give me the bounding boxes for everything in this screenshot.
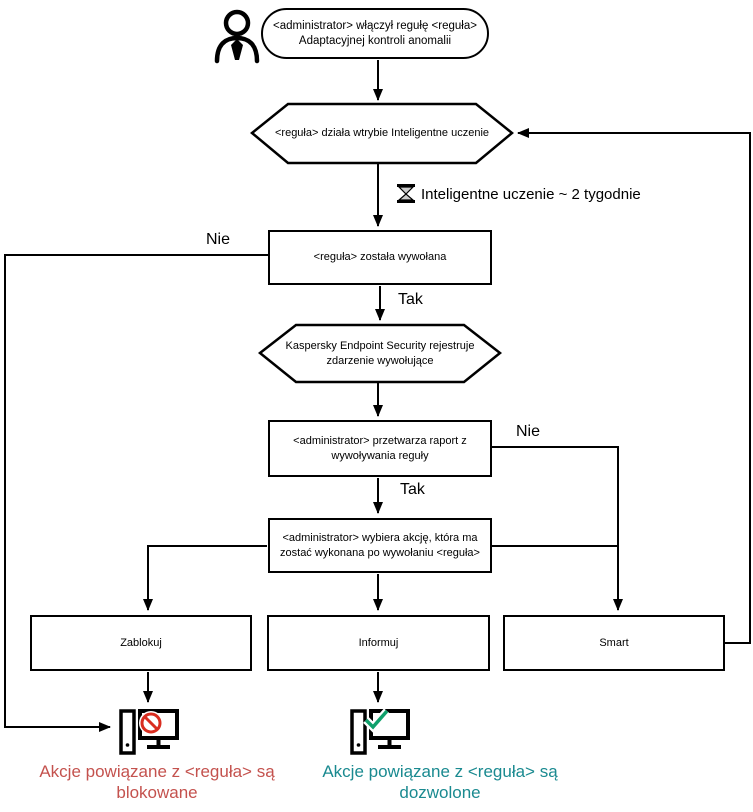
outcome-allowed-line1: Akcje powiązane z <reguła> są — [322, 762, 558, 781]
event-registered-line2: zdarzenie wywołujące — [326, 354, 434, 367]
edge-trigger-nie-to-blocked — [4, 254, 269, 732]
node-action-smart: Smart — [503, 615, 725, 671]
edge-label-learning-duration: Inteligentne uczenie ~ 2 tygodnie — [421, 186, 641, 203]
node-action-inform: Informuj — [267, 615, 490, 671]
checkmark-icon — [363, 708, 391, 733]
computer-allowed-icon — [350, 708, 410, 755]
edge-choose-to-block — [143, 545, 267, 611]
learning-mode-text: <reguła> działa wtrybie Inteligentne ucz… — [274, 127, 490, 140]
node-start: <administrator> włączył regułę <reguła> … — [261, 8, 489, 59]
person-icon — [214, 9, 260, 64]
action-inform-text: Informuj — [358, 636, 399, 649]
outcome-blocked-line2: blokowane — [116, 783, 198, 802]
node-event-registered-label: Kaspersky Endpoint Security rejestruje z… — [270, 325, 490, 382]
hourglass-icon — [397, 184, 415, 203]
node-report-processing: <administrator> przetwarza raport z wywo… — [268, 420, 492, 477]
outcome-allowed-line2: dozwolone — [399, 783, 481, 802]
connector-lines — [4, 60, 751, 732]
outcome-blocked-line1: Akcje powiązane z <reguła> są — [39, 762, 275, 781]
rule-triggered-text: <reguła> została wywołana — [313, 251, 447, 264]
report-processing-line1: <administrator> przetwarza raport z — [293, 435, 467, 448]
outcome-allowed-caption: Akcje powiązane z <reguła> są dozwolone — [310, 761, 570, 803]
choose-action-line2: zostać wykonana po wywołaniu <reguła> — [280, 546, 480, 559]
edge-report-nie-to-smart — [491, 446, 623, 611]
node-choose-action: <administrator> wybiera akcję, która ma … — [268, 518, 492, 573]
prohibition-icon — [139, 711, 163, 735]
outcome-blocked-caption: Akcje powiązane z <reguła> są blokowane — [27, 761, 287, 803]
edge-smart-feedback — [517, 128, 751, 644]
edge-label-nie-report: Nie — [516, 423, 541, 440]
node-rule-triggered: <reguła> została wywołana — [268, 230, 492, 285]
choose-action-line1: <administrator> wybiera akcję, która ma — [282, 532, 478, 545]
report-processing-line2: wywoływania reguły — [331, 449, 429, 462]
action-smart-text: Smart — [599, 636, 629, 649]
node-action-block: Zablokuj — [30, 615, 252, 671]
node-learning-mode-label: <reguła> działa wtrybie Inteligentne ucz… — [262, 104, 502, 163]
hexagon-event-registered — [257, 323, 503, 384]
hexagon-learning-mode — [250, 102, 514, 165]
node-start-line2: Adaptacyjnej kontroli anomalii — [298, 34, 452, 47]
event-registered-line1: Kaspersky Endpoint Security rejestruje — [285, 340, 475, 353]
node-start-line1: <administrator> włączył regułę <reguła> — [273, 19, 477, 32]
action-block-text: Zablokuj — [120, 636, 162, 649]
edge-label-nie-trigger: Nie — [206, 231, 231, 248]
edge-label-tak-report: Tak — [400, 481, 425, 498]
edge-label-tak-trigger: Tak — [398, 291, 423, 308]
computer-blocked-icon — [119, 709, 179, 755]
